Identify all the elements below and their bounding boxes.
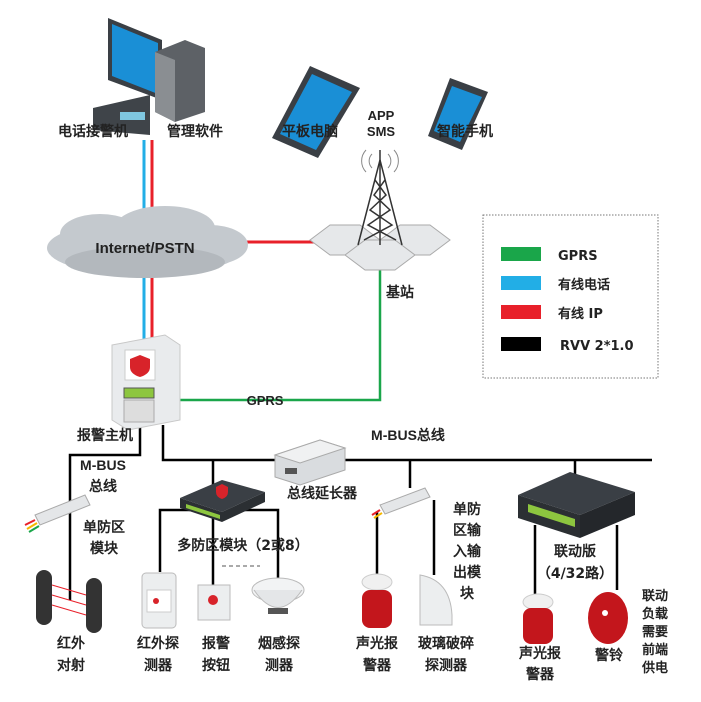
legend-swatch-gprs — [501, 247, 541, 261]
io-module-label-line: 单防 — [453, 501, 481, 518]
smartphone-icon — [428, 78, 488, 150]
legend-swatch-ip — [501, 305, 541, 319]
alarm-host-icon — [111, 334, 181, 431]
glass-break-detector-icon — [419, 574, 453, 626]
linkage-note: 联动 负载 需要 前端 供电 — [641, 589, 668, 676]
pc-icon — [93, 18, 205, 135]
multi-zone-module-icon — [180, 480, 265, 522]
single-zone-module-icon — [24, 494, 91, 533]
multi-zone-label: 多防区模块（2或8） — [177, 537, 308, 554]
tablet-label: 平板电脑 — [282, 123, 338, 140]
strobe2-label-1: 声光报 — [518, 645, 561, 662]
mbus-left-label-2: 总线 — [89, 478, 117, 495]
single-zone-label-1: 单防区 — [83, 519, 125, 536]
io-module-label-line: 块 — [460, 586, 475, 602]
smoke-detector-label-2: 测器 — [265, 657, 294, 674]
linkage-board-label-2: （4/32路） — [537, 565, 613, 582]
pc-right-label: 管理软件 — [167, 123, 223, 140]
legend-label-ip: 有线 IP — [558, 306, 603, 322]
base-station-icon — [309, 149, 451, 271]
alarm-host-label: 报警主机 — [77, 427, 133, 444]
smoke-detector-icon — [251, 577, 305, 614]
mbus-left-label-1: M-BUS — [80, 457, 126, 473]
cloud-icon — [47, 206, 248, 278]
strobe-siren-icon — [522, 593, 554, 644]
linkage-note-line: 供电 — [641, 660, 668, 676]
alarm-button-label-2: 按钮 — [202, 657, 230, 674]
pc-left-label: 电话接警机 — [58, 123, 128, 140]
alarm-bell-icon — [588, 592, 628, 644]
single-zone-label-2: 模块 — [90, 540, 119, 557]
linkage-board-label-1: 联动版 — [554, 543, 596, 560]
legend-items: GPRS 有线电话 有线 IP RVV 2*1.0 — [501, 247, 634, 354]
strobe-label-2: 警器 — [363, 657, 392, 674]
ir-beam-label-1: 红外 — [57, 635, 85, 652]
linkage-note-line: 前端 — [642, 642, 668, 658]
linkage-note-line: 需要 — [642, 625, 668, 640]
bus-extender-label: 总线延长器 — [287, 485, 358, 502]
base-station-label: 基站 — [386, 284, 414, 301]
io-module-label-line: 区输 — [453, 522, 482, 539]
linkage-board-icon — [518, 472, 635, 538]
smoke-detector-label-1: 烟感探 — [258, 635, 300, 652]
cloud-label: Internet/PSTN — [95, 240, 194, 257]
legend-label-phone: 有线电话 — [558, 277, 610, 293]
strobe-label-1: 声光报 — [355, 635, 398, 652]
io-module-label-line: 入输 — [453, 543, 482, 560]
gprs-link-label: GPRS — [247, 393, 284, 408]
ir-beam-icon — [36, 570, 102, 633]
glass-break-label-1: 玻璃破碎 — [418, 635, 474, 652]
linkage-note-line: 负载 — [642, 606, 668, 622]
gprs-line — [178, 270, 382, 402]
io-module-label: 单防 区输 入输 出模 块 — [453, 501, 482, 602]
alarm-button-icon — [197, 584, 231, 621]
io-module-label-line: 出模 — [453, 564, 482, 581]
alarm-bell-label: 警铃 — [595, 647, 623, 664]
app-label: APP — [368, 108, 395, 123]
strobe-siren-icon — [361, 573, 393, 628]
ir-detector-icon — [141, 572, 177, 629]
ir-detector-label-2: 测器 — [144, 657, 173, 674]
legend-label-gprs: GPRS — [558, 249, 598, 264]
bus-extender-icon — [273, 439, 347, 486]
glass-break-label-2: 探测器 — [425, 657, 468, 674]
ir-beam-label-2: 对射 — [57, 657, 85, 674]
mbus-main-label: M-BUS总线 — [371, 427, 445, 443]
ir-detector-label-1: 红外探 — [137, 635, 179, 652]
io-module-icon — [371, 487, 431, 519]
legend-label-rvv: RVV 2*1.0 — [560, 339, 634, 354]
tablet-icon — [272, 66, 360, 158]
linkage-note-line: 联动 — [642, 589, 668, 604]
strobe2-label-2: 警器 — [526, 666, 555, 683]
legend-swatch-phone — [501, 276, 541, 290]
alarm-button-label-1: 报警 — [202, 635, 230, 652]
legend-swatch-rvv — [501, 337, 541, 351]
smartphone-label: 智能手机 — [436, 123, 493, 140]
sms-label: SMS — [367, 124, 396, 139]
